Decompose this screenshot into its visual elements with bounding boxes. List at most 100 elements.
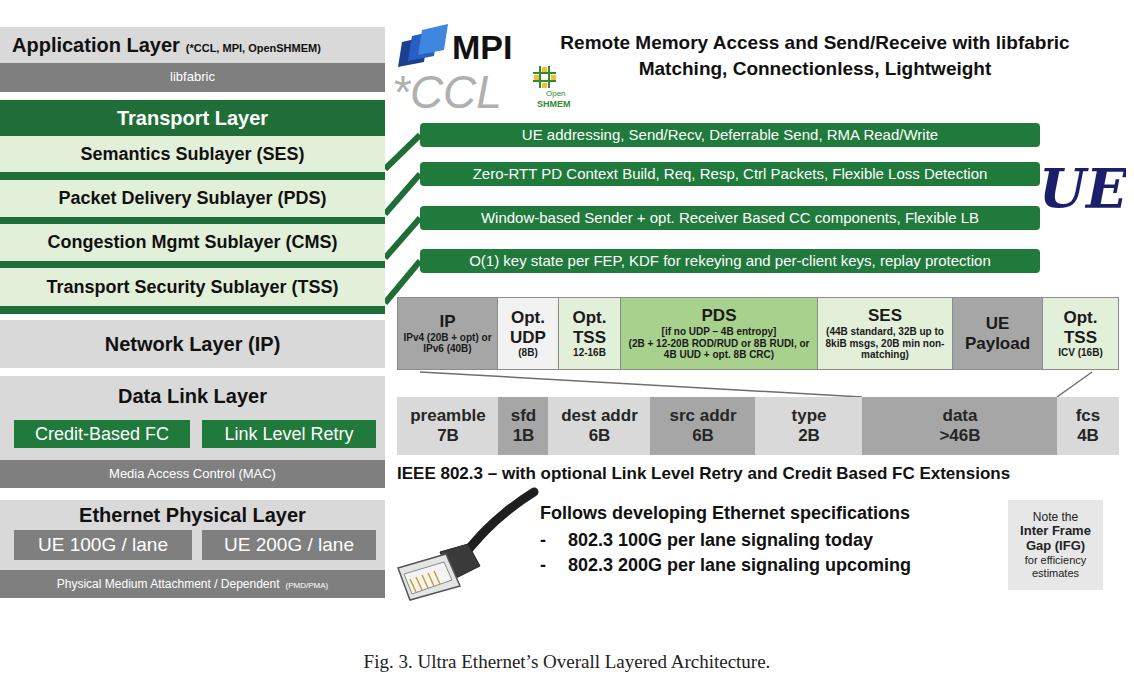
figure-caption-box: Fig. 3. Ultra Ethernet’s Overall Layered…: [0, 647, 1134, 677]
bullet-mark-box: -: [540, 553, 562, 578]
callout-pill: Window-based Sender + opt. Receiver Base…: [420, 206, 1040, 230]
sublayer-row: Congestion Mgmt Sublayer (CMS): [0, 224, 385, 261]
header-field: Opt. TSSICV (16B): [1042, 297, 1119, 370]
sublayer-row: Semantics Sublayer (SES): [0, 136, 385, 172]
header-field: SES(44B standard, 32B up to 8kiB msgs, 2…: [817, 297, 953, 370]
feature-name: Credit-Based FC: [35, 424, 169, 445]
logo-text: *CCL: [392, 66, 502, 119]
logo-text: SHMEM: [537, 99, 571, 109]
feature-box: UE 100G / lane: [14, 530, 192, 560]
leader-line: [385, 218, 420, 258]
sublayer-row: Packet Delivery Sublayer (PDS): [0, 180, 385, 217]
field-text: data: [943, 406, 978, 426]
frame-field: data>46B: [862, 397, 1058, 455]
header-field: Opt. UDP(8B): [497, 297, 559, 370]
callout-text: UE addressing, Send/Recv, Deferrable Sen…: [522, 126, 938, 143]
field-text: src addr: [669, 406, 736, 426]
spec-heading-box: Follows developing Ethernet specificatio…: [540, 501, 1002, 526]
field-text: 1B: [513, 426, 535, 446]
note-box: Note theInter Frame Gap (IFG)for efficie…: [1008, 500, 1103, 590]
spec-item-box: 802.3 100G per lane signaling today: [568, 528, 1000, 553]
spec-item: 802.3 100G per lane signaling today: [568, 530, 873, 551]
layer-name: Application Layer: [12, 34, 180, 56]
ethernet-cable: [398, 492, 534, 600]
field-text: SES: [868, 306, 902, 326]
feature-box: UE 200G / lane: [202, 530, 376, 560]
layer-name: Transport Layer: [117, 100, 268, 136]
layer-name: Data Link Layer: [118, 376, 267, 416]
interface-bar: Media Access Control (MAC): [0, 460, 385, 488]
interface-name: Physical Medium Attachment / Dependent: [57, 577, 280, 591]
note-text: for efficiency estimates: [1012, 554, 1099, 579]
layer-name: Ethernet Physical Layer: [79, 500, 306, 530]
layer-name: (*CCL, MPI, OpenSHMEM): [186, 42, 321, 54]
field-text: PDS: [702, 306, 737, 326]
interface-bar: Physical Medium Attachment / Dependent (P…: [0, 570, 385, 598]
callout-text: Window-based Sender + opt. Receiver Base…: [481, 209, 979, 226]
interface-name: Media Access Control (MAC): [109, 467, 276, 482]
callout-pill: Zero-RTT PD Context Build, Req, Resp, Ct…: [420, 162, 1040, 186]
field-text: Opt. TSS: [563, 308, 616, 347]
feature-box: Link Level Retry: [202, 420, 376, 448]
sublayer-name: Congestion Mgmt Sublayer (CMS): [47, 232, 337, 253]
field-text: 7B: [437, 426, 459, 446]
header-field: UE Payload: [952, 297, 1043, 370]
logo-text-box: Open: [546, 88, 586, 99]
zoom-lines: [420, 372, 1092, 397]
frame-field: src addr6B: [650, 397, 756, 455]
feature-box: Credit-Based FC: [14, 420, 190, 448]
callout-pill: O(1) key state per FEP, KDF for rekeying…: [420, 249, 1040, 273]
field-text: [if no UDP – 4B entropy]: [662, 326, 777, 338]
interface-name: libfabric: [170, 70, 215, 85]
header-field: IPIPv4 (20B + opt) or IPv6 (40B): [397, 297, 498, 370]
field-text: 6B: [589, 426, 611, 446]
field-text: (2B + 12-20B ROD/RUD or 8B RUDI, or 4B U…: [625, 338, 813, 361]
frame-note: IEEE 802.3 – with optional Link Level Re…: [397, 464, 1010, 484]
header-field: PDS[if no UDP – 4B entropy](2B + 12-20B …: [620, 297, 818, 370]
field-text: dest addr: [561, 406, 638, 426]
logo-text-box: SHMEM: [537, 98, 589, 110]
field-text: type: [792, 406, 827, 426]
logo-text: MPI: [452, 28, 512, 67]
callout-pill: UE addressing, Send/Recv, Deferrable Sen…: [420, 123, 1040, 147]
feature-name: UE 200G / lane: [224, 534, 354, 556]
layer-group: Data Link LayerCredit-Based FC Link Level…: [0, 376, 385, 460]
sublayer-name: Semantics Sublayer (SES): [80, 144, 304, 165]
frame-field: preamble7B: [397, 397, 499, 455]
callout-text: O(1) key state per FEP, KDF for rekeying…: [469, 252, 991, 269]
sublayer-name: Transport Security Sublayer (TSS): [46, 277, 338, 298]
openshmem-icon: [533, 66, 556, 88]
feature-name: Link Level Retry: [224, 424, 353, 445]
heading-text-box: Matching, Connectionless, Lightweight: [520, 56, 1110, 81]
field-text: (44B standard, 32B up to 8kiB msgs, 20B …: [822, 326, 948, 361]
field-text: >46B: [939, 426, 980, 446]
field-text: Opt. TSS: [1047, 308, 1114, 347]
logo-text-box: MPI: [452, 28, 532, 68]
layer-group: Transport LayerSemantics Sublayer (SES) P…: [0, 100, 385, 314]
header-field: Opt. TSS12-16B: [558, 297, 621, 370]
logo-text-box: *CCL: [392, 64, 522, 120]
logo-text: Open: [546, 89, 566, 98]
field-text: ICV (16B): [1058, 347, 1102, 359]
field-text: IP: [439, 312, 455, 332]
layer-name: Network Layer (IP): [105, 333, 281, 356]
interface-name: (PMD/PMA): [286, 581, 329, 590]
figure-caption: Fig. 3. Ultra Ethernet’s Overall Layered…: [364, 651, 771, 673]
field-text: sfd: [511, 406, 537, 426]
field-text: 6B: [692, 426, 714, 446]
logo-text: UE: [1040, 158, 1126, 220]
frame-field: type2B: [755, 397, 863, 455]
interface-bar: libfabric: [0, 63, 385, 92]
frame-field: sfd1B: [498, 397, 549, 455]
logo-text-box: UE: [1040, 156, 1126, 222]
field-text: UE Payload: [957, 314, 1038, 353]
heading-text-box: Remote Memory Access and Send/Receive wi…: [520, 30, 1110, 55]
field-text: Opt. UDP: [502, 308, 554, 347]
bullet-mark: -: [540, 530, 546, 551]
sublayer-name: Packet Delivery Sublayer (PDS): [58, 188, 326, 209]
feature-name: UE 100G / lane: [38, 534, 168, 556]
field-text: fcs: [1076, 406, 1101, 426]
spec-item: 802.3 200G per lane signaling upcoming: [568, 555, 911, 576]
frame-note-box: IEEE 802.3 – with optional Link Level Re…: [397, 461, 1129, 487]
